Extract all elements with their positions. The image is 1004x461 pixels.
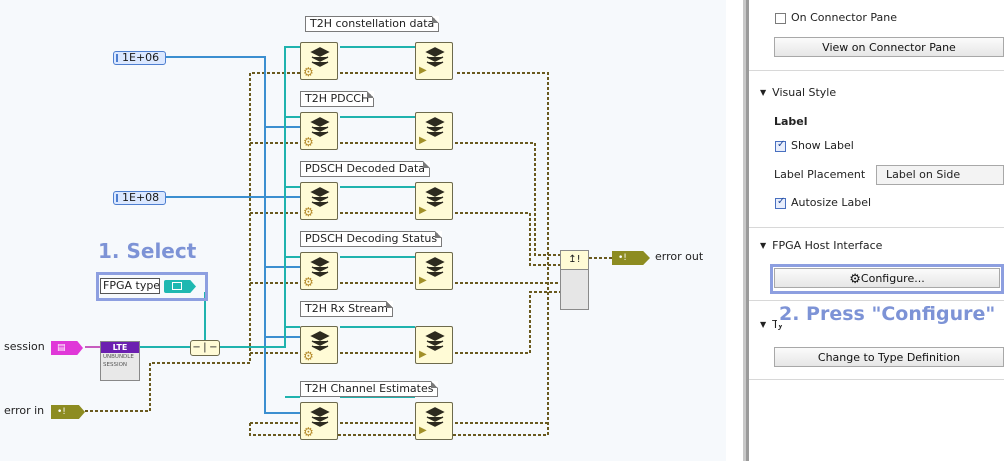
fifo-configure-node[interactable]: ⚙ — [300, 402, 338, 440]
layers-icon — [310, 117, 330, 137]
layers-icon — [425, 331, 445, 351]
configure-highlight — [770, 264, 1004, 294]
unbundle-text: UNBUNDLE — [103, 354, 134, 360]
autosize-label-text: Autosize Label — [791, 196, 872, 209]
play-icon: ▶ — [419, 275, 427, 286]
fpga-host-interface-section[interactable]: ▼ FPGA Host Interface — [760, 239, 882, 252]
gear-icon: ⚙ — [303, 349, 314, 363]
node-label[interactable]: PDSCH Decoded Data — [300, 161, 431, 177]
error-out-terminal[interactable]: •! — [612, 251, 650, 265]
merge-errors-node[interactable]: ↥! — [560, 250, 589, 310]
node-label[interactable]: T2H PDCCH — [300, 91, 375, 107]
lte-badge: LTE — [101, 342, 139, 353]
error-out-label: error out — [655, 250, 704, 263]
fifo-configure-node[interactable]: ⚙ — [300, 42, 338, 80]
fpga-host-interface-title: FPGA Host Interface — [772, 239, 883, 252]
layers-icon — [310, 47, 330, 67]
error-cluster-icon: •! — [57, 407, 66, 417]
fifo-start-node[interactable]: ▶ — [415, 182, 453, 220]
divider — [749, 379, 1004, 380]
fifo-configure-node[interactable]: ⚙ — [300, 112, 338, 150]
cluster-icon: ▤ — [57, 343, 66, 353]
fifo-configure-node[interactable]: ⚙ — [300, 252, 338, 290]
splitter[interactable] — [726, 0, 746, 461]
merge-errors-icon: ↥! — [561, 251, 588, 270]
node-label[interactable]: T2H Rx Stream — [300, 301, 393, 317]
collapse-triangle-icon: ▼ — [760, 320, 767, 329]
error-in-label: error in — [4, 404, 45, 417]
layers-icon — [310, 187, 330, 207]
collapse-triangle-icon: ▼ — [760, 241, 767, 250]
numeric-constant[interactable]: 1E+06 — [113, 51, 167, 65]
play-icon: ▶ — [419, 205, 427, 216]
configure-button[interactable]: ⚙Configure... — [774, 268, 1000, 288]
bundle-icon: −❘− — [192, 342, 218, 353]
select-highlight — [96, 272, 208, 301]
gear-icon: ⚙ — [303, 275, 314, 289]
fpga-type-control[interactable] — [164, 280, 196, 293]
error-in-terminal[interactable]: •! — [51, 405, 85, 419]
play-icon: ▶ — [419, 135, 427, 146]
session-label: session — [4, 340, 45, 353]
session-terminal[interactable]: ▤ — [51, 341, 83, 355]
node-label[interactable]: PDSCH Decoding Status — [300, 231, 443, 247]
wire-layer — [85, 46, 612, 436]
configure-label: Configure... — [860, 272, 925, 285]
layers-icon — [425, 257, 445, 277]
layers-icon — [425, 117, 445, 137]
divider — [749, 300, 1004, 301]
view-on-connector-pane-button[interactable]: View on Connector Pane — [774, 37, 1004, 57]
panel-border — [746, 0, 749, 461]
session-text: SESSION — [103, 362, 128, 368]
layers-icon — [310, 257, 330, 277]
bundle-node[interactable]: −❘− — [190, 340, 220, 356]
change-to-type-definition-button[interactable]: Change to Type Definition — [774, 347, 1004, 367]
error-cluster-icon: •! — [618, 253, 627, 263]
visual-style-title: Visual Style — [772, 86, 837, 99]
divider — [749, 70, 1004, 71]
label-heading: Label — [774, 115, 808, 128]
layers-icon — [310, 331, 330, 351]
step1-annotation: 1. Select — [98, 239, 197, 263]
fifo-start-node[interactable]: ▶ — [415, 112, 453, 150]
fifo-start-node[interactable]: ▶ — [415, 326, 453, 364]
autosize-label-checkbox[interactable] — [775, 196, 786, 209]
layers-icon — [425, 187, 445, 207]
on-connector-pane-label: On Connector Pane — [791, 11, 897, 24]
gear-icon: ⚙ — [303, 205, 314, 219]
fifo-configure-node[interactable]: ⚙ — [300, 326, 338, 364]
fifo-configure-node[interactable]: ⚙ — [300, 182, 338, 220]
step2-annotation: 2. Press "Configure" — [777, 303, 1002, 325]
play-icon: ▶ — [419, 425, 427, 436]
layers-icon — [425, 47, 445, 67]
gear-icon: ⚙ — [849, 272, 861, 287]
splitter-rule — [743, 0, 746, 461]
fifo-start-node[interactable]: ▶ — [415, 252, 453, 290]
play-icon: ▶ — [419, 65, 427, 76]
node-label[interactable]: T2H constellation data — [305, 16, 440, 32]
show-label-checkbox[interactable] — [775, 139, 786, 152]
show-label-text: Show Label — [791, 139, 854, 152]
numeric-constant[interactable]: 1E+08 — [113, 191, 167, 205]
typedef-icon — [172, 282, 182, 290]
layers-icon — [310, 407, 330, 427]
label-placement-select[interactable]: Label on Side — [876, 165, 1004, 185]
unbundle-session-node[interactable]: LTE UNBUNDLE SESSION — [100, 341, 140, 381]
block-diagram[interactable]: T2H constellation data T2H PDCCH PDSCH D… — [0, 0, 726, 461]
gear-icon: ⚙ — [303, 65, 314, 79]
layers-icon — [425, 407, 445, 427]
fifo-start-node[interactable]: ▶ — [415, 42, 453, 80]
divider — [749, 227, 1004, 228]
label-placement-label: Label Placement — [774, 168, 866, 181]
on-connector-pane-checkbox[interactable] — [775, 13, 786, 24]
play-icon: ▶ — [419, 349, 427, 360]
fpga-type-label[interactable]: FPGA type — [100, 278, 160, 294]
properties-panel: On Connector Pane View on Connector Pane… — [746, 0, 1004, 461]
collapse-triangle-icon: ▼ — [760, 88, 767, 97]
gear-icon: ⚙ — [303, 135, 314, 149]
gear-icon: ⚙ — [303, 425, 314, 439]
fifo-start-node[interactable]: ▶ — [415, 402, 453, 440]
node-label[interactable]: T2H Channel Estimates — [300, 381, 439, 397]
visual-style-section[interactable]: ▼ Visual Style — [760, 86, 836, 99]
